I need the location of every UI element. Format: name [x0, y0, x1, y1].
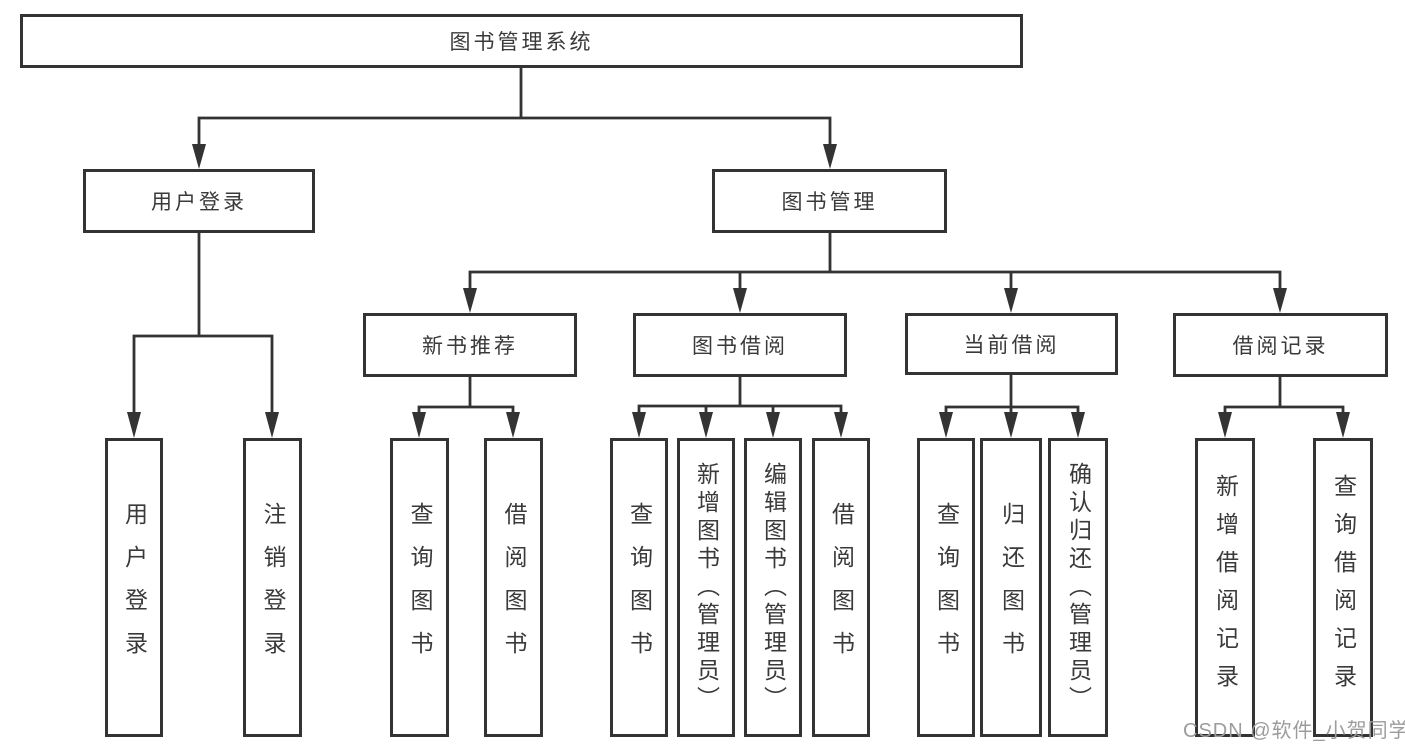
connector-current-borrow [939, 375, 1085, 438]
node-user-login: 用户登录 [83, 169, 315, 233]
node-bb-edit-books: 编辑图书（管理员） [744, 438, 802, 737]
node-nbr-query-books: 查询图书 [390, 438, 449, 737]
arrowhead-icon [412, 412, 426, 438]
arrowhead-icon [766, 412, 780, 438]
arrowhead-icon [265, 412, 279, 438]
connector-book-borrow [632, 377, 848, 438]
node-br-query-record: 查询借阅记录 [1313, 438, 1373, 737]
node-leaf-logout: 注销登录 [243, 438, 302, 737]
arrowhead-icon [506, 412, 520, 438]
arrowhead-icon [834, 412, 848, 438]
node-book-borrow: 图书借阅 [633, 313, 847, 377]
arrowhead-icon [1004, 412, 1018, 438]
node-nbr-borrow-books: 借阅图书 [484, 438, 543, 737]
arrowhead-icon [1218, 412, 1232, 438]
node-cb-return-books: 归还图书 [980, 438, 1042, 737]
connector-user-login [127, 233, 279, 438]
arrowhead-icon [632, 412, 646, 438]
watermark: CSDN @软件_小贺同学 [1183, 720, 1405, 742]
node-bb-add-books: 新增图书（管理员） [677, 438, 735, 737]
arrowhead-icon [699, 412, 713, 438]
arrowhead-icon [939, 412, 953, 438]
node-book-mgmt: 图书管理 [712, 169, 947, 233]
node-cb-query-books: 查询图书 [917, 438, 975, 737]
arrowhead-icon [1273, 288, 1287, 313]
node-new-book-rec: 新书推荐 [363, 313, 577, 377]
connector-book-mgmt [463, 233, 1287, 313]
arrowhead-icon [463, 288, 477, 313]
connector-root [192, 68, 837, 169]
node-leaf-user-login: 用户登录 [105, 438, 163, 737]
node-br-add-record: 新增借阅记录 [1195, 438, 1255, 737]
arrowhead-icon [733, 288, 747, 313]
arrowhead-icon [192, 144, 206, 169]
node-bb-query-books: 查询图书 [610, 438, 668, 737]
node-current-borrow: 当前借阅 [905, 313, 1118, 375]
node-borrow-records: 借阅记录 [1173, 313, 1388, 377]
node-bb-borrow-books: 借阅图书 [812, 438, 870, 737]
connector-new-book-rec [412, 377, 520, 438]
arrowhead-icon [1336, 412, 1350, 438]
arrowhead-icon [1004, 288, 1018, 313]
arrowhead-icon [127, 412, 141, 438]
node-cb-confirm-return: 确认归还（管理员） [1048, 438, 1108, 737]
node-root: 图书管理系统 [20, 14, 1023, 68]
arrowhead-icon [823, 144, 837, 169]
arrowhead-icon [1071, 412, 1085, 438]
connector-borrow-records [1218, 377, 1350, 438]
